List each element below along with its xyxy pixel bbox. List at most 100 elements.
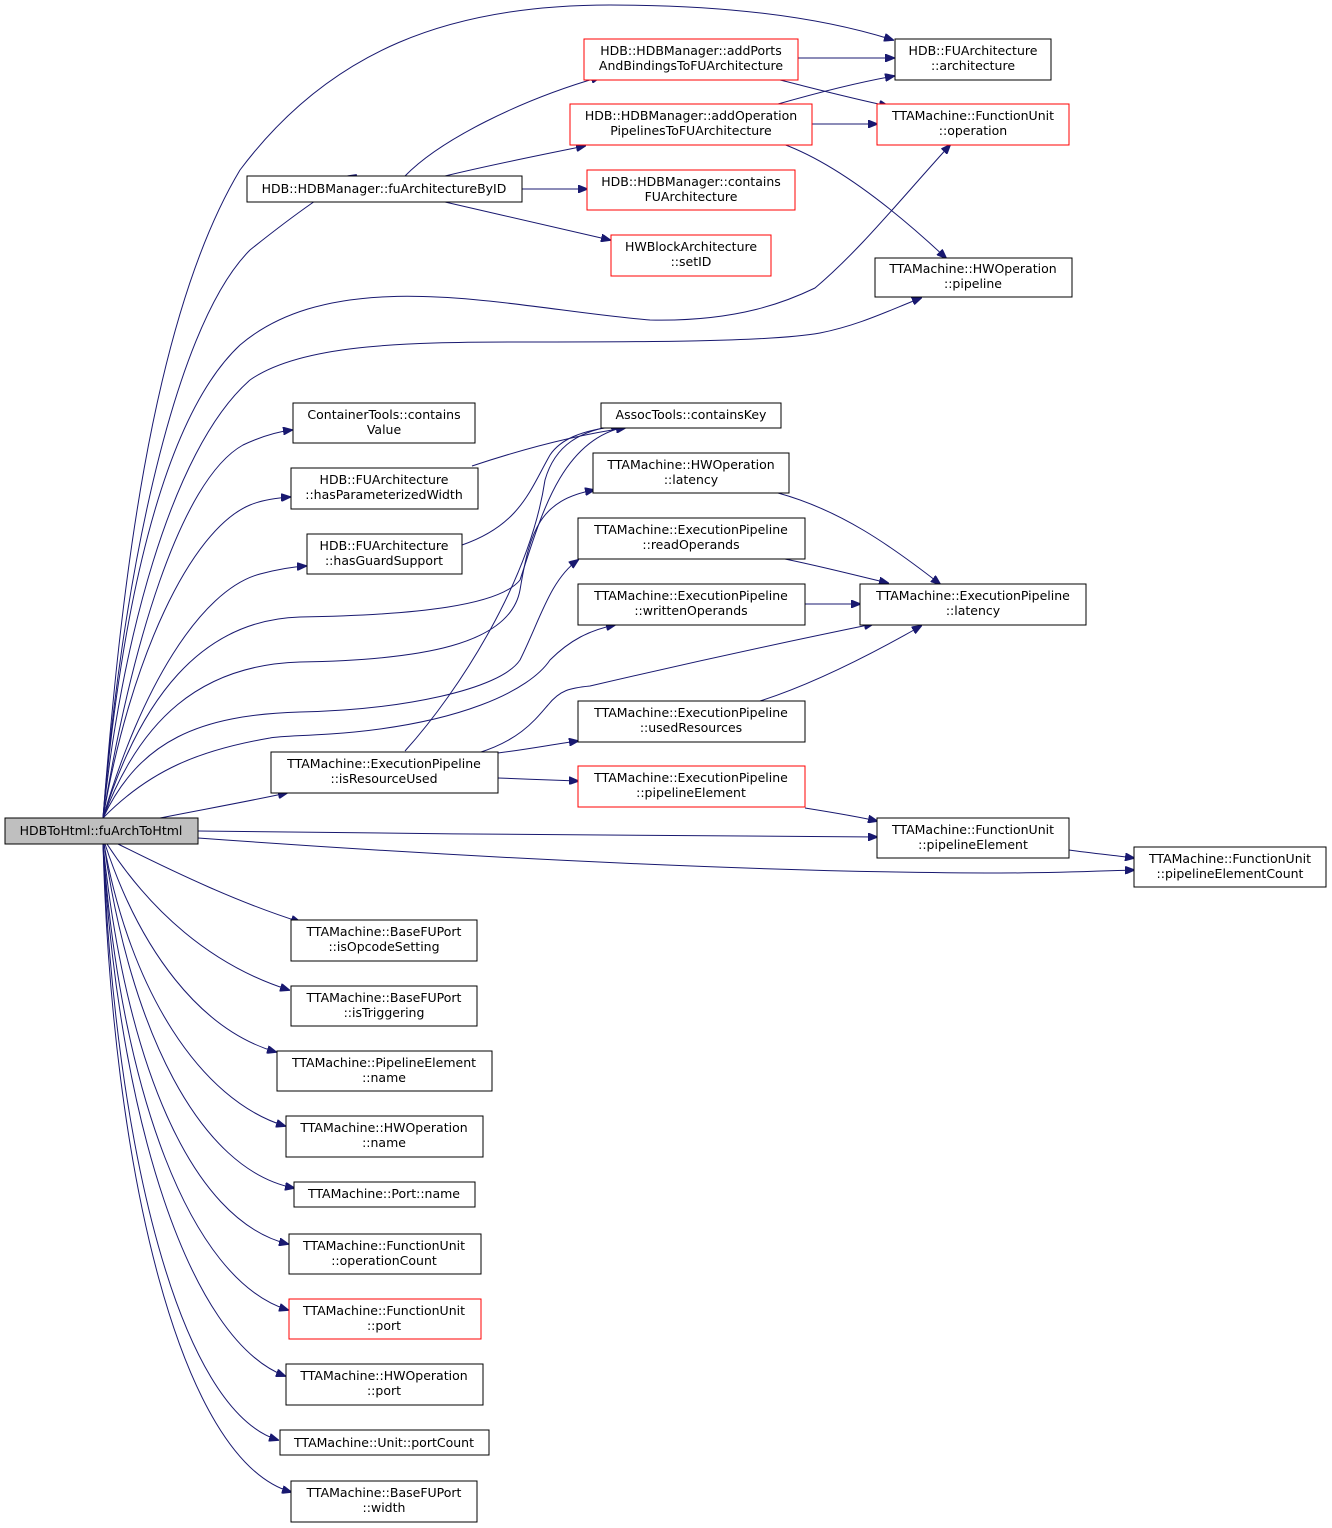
node-fuarchbyid[interactable]: HDB::HDBManager::fuArchitectureByID <box>246 175 523 203</box>
edge-root-hwpipeline <box>102 298 921 819</box>
node-fupipelineelement-line2: ::pipelineElement <box>918 837 1028 852</box>
node-fuoperation[interactable]: TTAMachine::FunctionUnit ::operation <box>876 103 1070 146</box>
edge-root-readoperands <box>102 560 578 819</box>
edge-addports-fuoperation <box>779 79 888 106</box>
edge-root-hasguard <box>102 566 306 819</box>
edge-fuarchbyid-setid <box>444 201 610 240</box>
node-hwname[interactable]: TTAMachine::HWOperation ::name <box>285 1115 484 1158</box>
node-addports-line2: AndBindingsToFUArchitecture <box>599 58 783 73</box>
node-containsfu-line1: HDB::HDBManager::contains <box>601 174 781 189</box>
node-usedresources-line1: TTAMachine::ExecutionPipeline <box>593 705 788 720</box>
node-hwpipeline-line1: TTAMachine::HWOperation <box>888 261 1056 276</box>
node-istriggering-line2: ::isTriggering <box>344 1005 425 1020</box>
node-eppipelineelement-line1: TTAMachine::ExecutionPipeline <box>593 770 788 785</box>
edge-root-containsvalue <box>102 430 292 819</box>
node-readoperands[interactable]: TTAMachine::ExecutionPipeline ::readOper… <box>577 517 806 560</box>
node-addoppipe[interactable]: HDB::HDBManager::addOperation PipelinesT… <box>569 103 813 146</box>
node-fupipelineelementcount[interactable]: TTAMachine::FunctionUnit ::pipelineEleme… <box>1133 846 1327 888</box>
node-isresourceused-line2: ::isResourceUsed <box>330 771 437 786</box>
node-eplatency-line1: TTAMachine::ExecutionPipeline <box>875 588 1070 603</box>
node-fuport[interactable]: TTAMachine::FunctionUnit ::port <box>288 1298 482 1340</box>
node-hwport[interactable]: TTAMachine::HWOperation ::port <box>285 1363 484 1406</box>
edge-root-hasparamwidth <box>102 497 290 819</box>
node-containsfu[interactable]: HDB::HDBManager::contains FUArchitecture <box>586 169 796 211</box>
node-writtenoperands[interactable]: TTAMachine::ExecutionPipeline ::writtenO… <box>577 583 806 626</box>
edge-root-architecture <box>102 4 893 819</box>
edge-addoppipe-hwpipeline <box>782 143 946 258</box>
node-hasparamwidth[interactable]: HDB::FUArchitecture ::hasParameterizedWi… <box>290 467 479 510</box>
node-root[interactable]: HDBToHtml::fuArchToHtml <box>4 817 199 845</box>
edge-isresourceused-eppipelineelement <box>497 778 578 781</box>
edge-isresourceused-eplatency <box>477 624 873 754</box>
node-fupipelineelement[interactable]: TTAMachine::FunctionUnit ::pipelineEleme… <box>876 817 1070 859</box>
nodes: HDBToHtml::fuArchToHtml HDB::HDBManager:… <box>4 38 1327 1523</box>
edge-root-containskey <box>102 427 625 819</box>
node-fuoperation-line2: ::operation <box>939 123 1007 138</box>
node-architecture[interactable]: HDB::FUArchitecture ::architecture <box>894 38 1052 81</box>
edge-readoperands-eplatency <box>779 557 888 583</box>
node-isresourceused[interactable]: TTAMachine::ExecutionPipeline ::isResour… <box>270 751 499 794</box>
edge-hasparamwidth-containskey <box>471 428 625 467</box>
node-hwpipeline[interactable]: TTAMachine::HWOperation ::pipeline <box>874 257 1073 298</box>
node-addports-line1: HDB::HDBManager::addPorts <box>600 43 781 58</box>
node-pename-line1: TTAMachine::PipelineElement <box>291 1055 476 1070</box>
node-hasguard[interactable]: HDB::FUArchitecture ::hasGuardSupport <box>306 533 463 575</box>
edge-fupipelineelement-fupipelineelementcount <box>1068 849 1134 858</box>
node-addoppipe-line1: HDB::HDBManager::addOperation <box>585 108 797 123</box>
node-containsvalue-line1: ContainerTools::contains <box>307 407 460 422</box>
node-hwport-line2: ::port <box>367 1383 401 1398</box>
node-usedresources[interactable]: TTAMachine::ExecutionPipeline ::usedReso… <box>577 700 806 743</box>
edge-root-fupipelineelement <box>197 830 877 837</box>
edge-eppipelineelement-fupipelineelement <box>804 807 877 821</box>
node-eppipelineelement[interactable]: TTAMachine::ExecutionPipeline ::pipeline… <box>577 765 806 808</box>
node-fupipelineelementcount-line2: ::pipelineElementCount <box>1157 866 1304 881</box>
node-containsvalue-line2: Value <box>367 422 402 437</box>
node-containskey[interactable]: AssocTools::containsKey <box>600 402 782 429</box>
edge-root-portname <box>103 843 294 1188</box>
node-hwport-line1: TTAMachine::HWOperation <box>299 1368 467 1383</box>
node-setid[interactable]: HWBlockArchitecture ::setID <box>610 234 772 277</box>
node-eplatency[interactable]: TTAMachine::ExecutionPipeline ::latency <box>859 583 1087 626</box>
node-fuarchbyid-label: HDB::HDBManager::fuArchitectureByID <box>262 181 507 196</box>
node-hwlatency-line1: TTAMachine::HWOperation <box>606 457 774 472</box>
node-eplatency-line2: ::latency <box>946 603 1001 618</box>
node-root-label: HDBToHtml::fuArchToHtml <box>20 823 183 838</box>
node-usedresources-line2: ::usedResources <box>640 720 742 735</box>
node-fuport-line1: TTAMachine::FunctionUnit <box>302 1303 465 1318</box>
node-hwlatency[interactable]: TTAMachine::HWOperation ::latency <box>592 452 790 494</box>
node-pename[interactable]: TTAMachine::PipelineElement ::name <box>276 1050 493 1092</box>
edge-addoppipe-architecture <box>777 76 894 105</box>
node-fupipelineelement-line1: TTAMachine::FunctionUnit <box>891 822 1054 837</box>
node-portcount[interactable]: TTAMachine::Unit::portCount <box>279 1429 490 1456</box>
edge-root-pename <box>104 843 276 1052</box>
node-fuoperation-line1: TTAMachine::FunctionUnit <box>891 108 1054 123</box>
node-pename-line2: ::name <box>362 1070 406 1085</box>
node-width[interactable]: TTAMachine::BaseFUPort ::width <box>290 1480 478 1523</box>
node-portname-label: TTAMachine::Port::name <box>307 1186 460 1201</box>
node-istriggering-line1: TTAMachine::BaseFUPort <box>306 990 462 1005</box>
edge-root-writtenoperands <box>102 625 615 819</box>
node-setid-line1: HWBlockArchitecture <box>625 239 757 254</box>
edge-root-fupipelineelementcount <box>197 837 1134 873</box>
node-hasparamwidth-line1: HDB::FUArchitecture <box>320 472 449 487</box>
node-hwlatency-line2: ::latency <box>664 472 719 487</box>
node-isopcodesetting-line1: TTAMachine::BaseFUPort <box>306 924 462 939</box>
node-addports[interactable]: HDB::HDBManager::addPorts AndBindingsToF… <box>583 38 799 81</box>
node-istriggering[interactable]: TTAMachine::BaseFUPort ::isTriggering <box>290 985 478 1027</box>
node-width-line2: ::width <box>363 1500 406 1515</box>
node-opcount[interactable]: TTAMachine::FunctionUnit ::operationCoun… <box>288 1233 482 1275</box>
node-isopcodesetting-line2: ::isOpcodeSetting <box>328 939 439 954</box>
node-containsvalue[interactable]: ContainerTools::contains Value <box>292 402 476 444</box>
edge-root-fuport <box>102 843 288 1310</box>
node-fupipelineelementcount-line1: TTAMachine::FunctionUnit <box>1148 851 1311 866</box>
node-addoppipe-line2: PipelinesToFUArchitecture <box>610 123 772 138</box>
node-isopcodesetting[interactable]: TTAMachine::BaseFUPort ::isOpcodeSetting <box>290 919 478 962</box>
node-containsfu-line2: FUArchitecture <box>645 189 738 204</box>
edge-root-isopcodesetting <box>117 843 300 922</box>
node-architecture-line2: ::architecture <box>931 58 1015 73</box>
node-portname[interactable]: TTAMachine::Port::name <box>293 1181 476 1208</box>
edge-root-hwlatency <box>102 490 594 819</box>
node-architecture-line1: HDB::FUArchitecture <box>909 43 1038 58</box>
edge-hasguard-containskey <box>461 426 620 546</box>
